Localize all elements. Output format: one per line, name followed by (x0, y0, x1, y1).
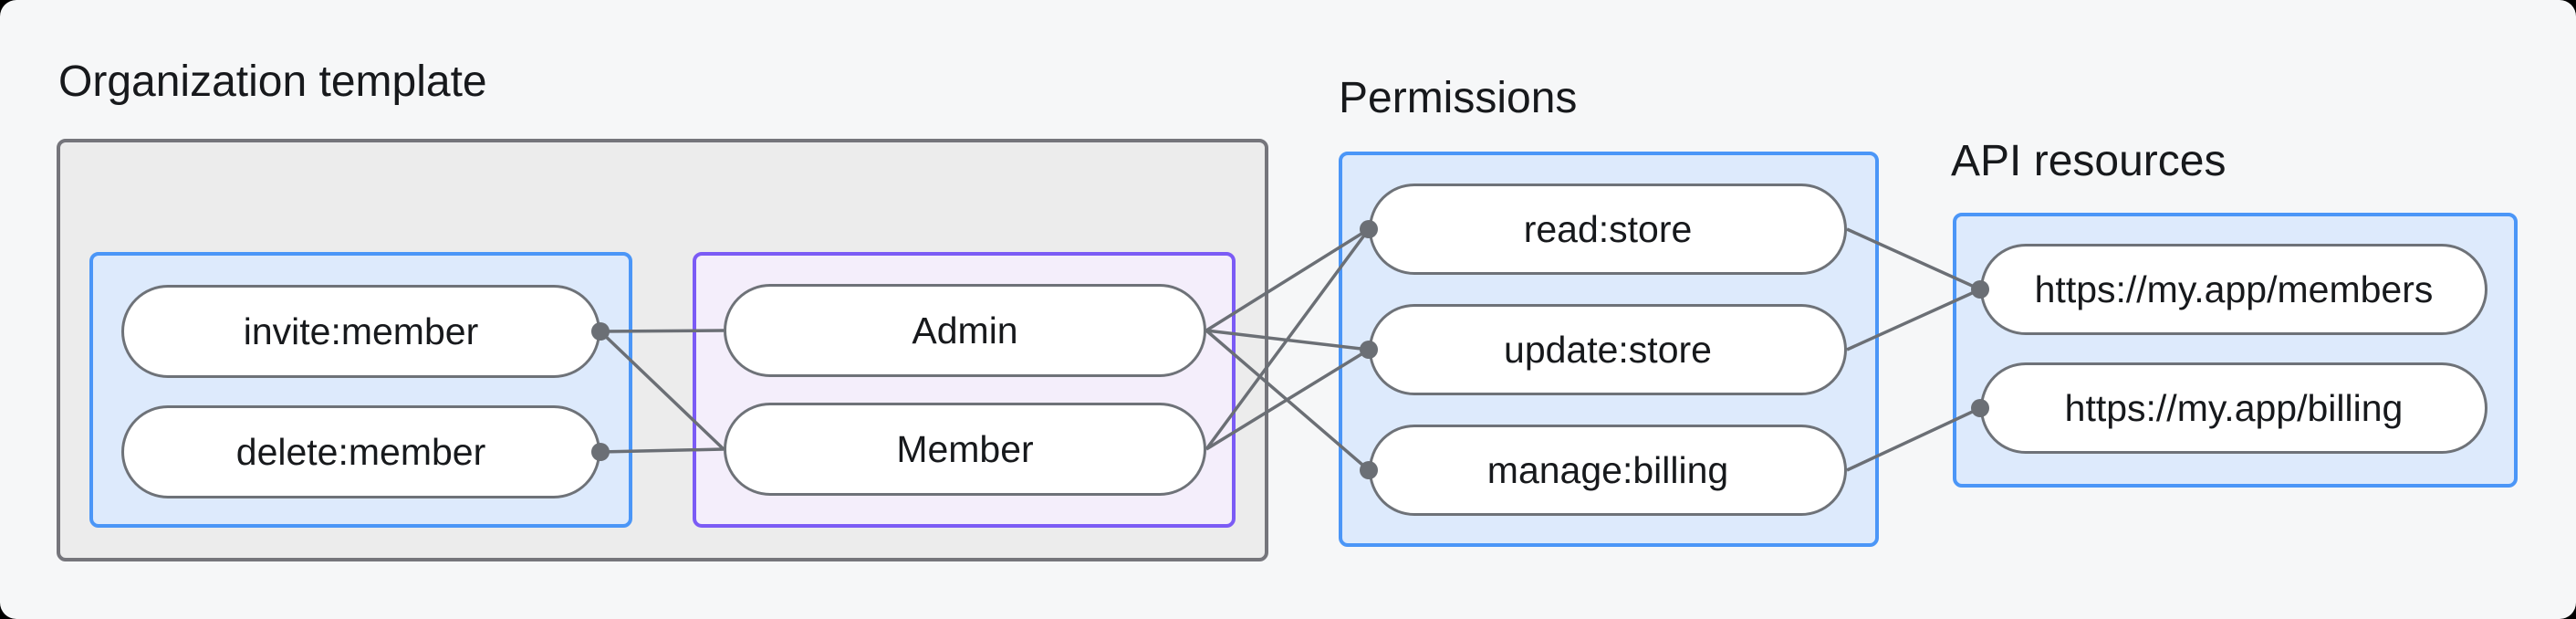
node-update-store: update:store (1369, 304, 1847, 395)
organization-template-label: Organization template (58, 58, 487, 106)
node-member-role: Member (724, 403, 1206, 496)
api-resources-label: API resources (1951, 137, 2227, 185)
node-api-billing-url: https://my.app/billing (1980, 362, 2487, 454)
node-delete-member: delete:member (121, 405, 600, 498)
node-admin-role: Admin (724, 284, 1206, 377)
node-read-store: read:store (1369, 184, 1847, 275)
node-invite-member: invite:member (121, 285, 600, 378)
permissions-label: Permissions (1339, 74, 1578, 122)
node-api-members-url: https://my.app/members (1980, 244, 2487, 335)
node-manage-billing: manage:billing (1369, 425, 1847, 516)
